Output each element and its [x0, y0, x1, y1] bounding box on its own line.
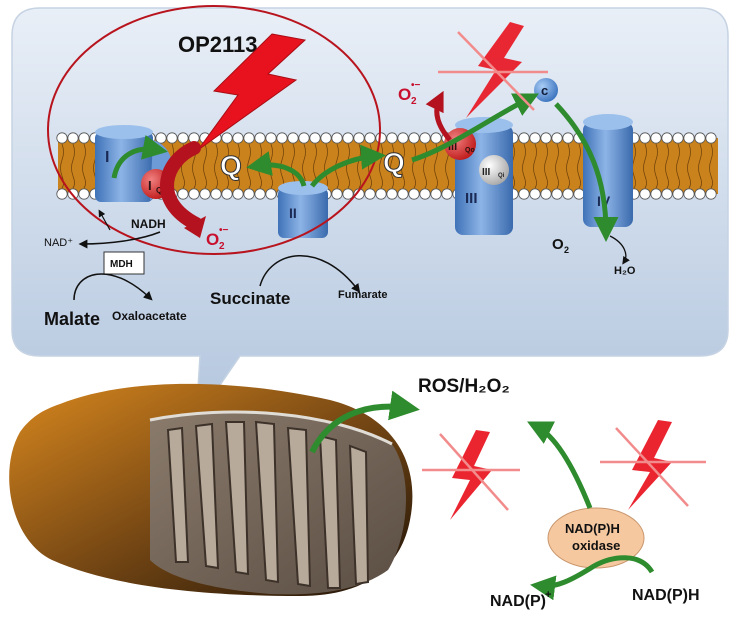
svg-text:+: +: [545, 589, 551, 601]
complex-ii-label: II: [289, 205, 297, 221]
op2113-label: OP2113: [178, 32, 258, 57]
svg-text:O: O: [398, 85, 411, 104]
superoxide-label-left: O 2 •−: [206, 225, 229, 252]
nadph-label: NAD(P)H: [632, 587, 700, 604]
complex-iv: IV: [583, 114, 633, 227]
mitochondrion-illustration: [9, 383, 413, 596]
superoxide-label-right: O 2 •−: [398, 80, 421, 107]
mdh-label: MDH: [110, 259, 133, 270]
succinate-label: Succinate: [210, 289, 290, 308]
lightning-bolt-icon: [197, 33, 307, 151]
ros-label: ROS/H₂O₂: [418, 376, 510, 397]
complex-i-q-label: I: [148, 178, 152, 193]
complex-iii-qi-site: III Qi: [479, 155, 509, 185]
ubiquinone-q2: Q: [383, 147, 405, 178]
oxidase-arrows: [527, 421, 655, 601]
crossed-out-lightning-icon: [438, 22, 548, 118]
complex-i-label: I: [105, 149, 109, 166]
svg-text:NAD(P): NAD(P): [490, 593, 546, 610]
cytochrome-c-label: c: [541, 83, 548, 98]
svg-text:2: 2: [564, 245, 569, 255]
malate-label: Malate: [44, 309, 100, 329]
nadh-label: NADH: [131, 217, 166, 231]
nadp-plus-label: NAD(P) +: [490, 589, 551, 610]
nadph-oxidase-line1: NAD(P)H: [565, 521, 620, 536]
crossed-out-lightning-icon-right: [600, 420, 706, 510]
superoxide-arrow-left: [160, 141, 203, 231]
oxaloacetate-label: Oxaloacetate: [112, 309, 187, 323]
complex-iii-qo-label: III: [448, 141, 457, 153]
complex-iii-qi-sub: Qi: [498, 173, 505, 179]
complex-iii-qo-sub: Qo: [465, 147, 475, 154]
cytochrome-c: c: [534, 78, 558, 102]
svg-text:O: O: [552, 236, 564, 253]
op2113-inhibition-circle: [47, 5, 381, 255]
complex-iii-qi-label: III: [482, 167, 491, 178]
nadh-to-nad-arrow: [78, 231, 161, 249]
svg-text:O: O: [206, 230, 219, 249]
malate-to-oxaloacetate-arrow: [73, 273, 153, 301]
nadph-oxidase-line2: oxidase: [572, 538, 620, 553]
superoxide-arrow-right: [425, 90, 452, 142]
complex-iii-label: III: [465, 190, 478, 207]
o2-to-h2o-arrow: [609, 235, 630, 265]
electron-flow-arrows: [111, 93, 619, 242]
svg-text:•−: •−: [219, 225, 229, 236]
nadph-oxidase-ellipse: [547, 507, 645, 569]
nad-plus-label: NAD⁺: [44, 237, 73, 249]
mdh-box: [103, 251, 145, 275]
fumarate-label: Fumarate: [338, 289, 388, 301]
svg-text:•−: •−: [411, 80, 421, 91]
mitochondrion-to-ros-arrow: [309, 390, 420, 454]
ubiquinone-q1: Q: [220, 150, 242, 181]
h2o-label: H₂O: [614, 265, 636, 277]
o2-label: O 2: [552, 236, 569, 255]
svg-text:2: 2: [411, 96, 417, 107]
nad-to-complex-i-arrow: [98, 209, 111, 231]
succinate-to-fumarate-arrow: [259, 255, 361, 293]
crossed-out-lightning-icon-left: [422, 430, 520, 520]
complex-i-q-sub: Q: [156, 186, 162, 195]
complex-ii: II: [278, 181, 328, 238]
svg-text:2: 2: [219, 241, 225, 252]
